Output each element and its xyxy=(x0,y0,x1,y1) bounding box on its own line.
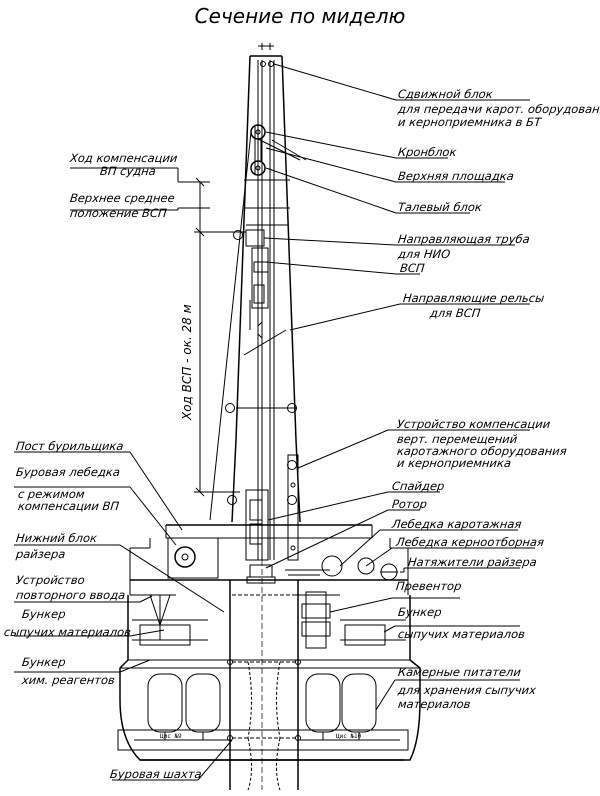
label-comp-stroke-1: Ход компенсации xyxy=(69,151,179,165)
tanks xyxy=(147,673,377,740)
label-driller-post: Пост бурильщика xyxy=(15,439,125,453)
label-bunker-right-1: Бункер xyxy=(397,605,443,619)
leader-lines-left xyxy=(14,167,233,781)
label-guide-pipe-2: для НИО xyxy=(397,247,451,261)
label-tank-left: Цис №9 xyxy=(160,733,182,740)
label-reentry-device-1: Устройство xyxy=(15,573,86,587)
moonpool-shaft xyxy=(227,560,301,791)
label-guide-rails-1: Направляющие рельсы xyxy=(402,291,545,305)
label-lower-riser-block-1: Нижний блок xyxy=(15,531,98,545)
leader-lines-right xyxy=(263,63,535,711)
label-upper-platform: Верхняя площадка xyxy=(397,169,515,183)
reentry-device xyxy=(144,594,176,640)
label-traveling-block: Талевый блок xyxy=(397,200,483,214)
label-moonpool: Буровая шахта xyxy=(109,767,203,781)
label-tank-right: Цис №10 xyxy=(336,733,362,740)
label-slide-block-desc-2: и керноприемника в БТ xyxy=(397,115,542,129)
label-riser-tensioners: Натяжители райзера xyxy=(407,555,538,569)
label-comp-device-4: и керноприемника xyxy=(396,456,512,470)
label-vsp: ВСП xyxy=(399,261,426,275)
compensation-device xyxy=(287,454,299,561)
label-guide-rails-2: для ВСП xyxy=(429,306,482,320)
stroke-dimensions xyxy=(178,177,246,497)
label-preventer: Превентор xyxy=(395,579,463,593)
label-chem-bunker-2: хим. реагентов xyxy=(21,673,116,687)
derrick-tower xyxy=(225,43,301,560)
label-draw-works-3: компенсации ВП xyxy=(17,499,120,513)
label-upper-mid-2: положение ВСП xyxy=(69,206,168,220)
label-slide-block-desc-1: для передачи карот. оборудования xyxy=(397,102,600,116)
label-spider: Спайдер xyxy=(391,479,446,493)
label-bunker-left-2: сыпучих материалов xyxy=(3,625,132,639)
label-bunker-right-2: сыпучих материалов xyxy=(397,627,526,641)
label-comp-device-1: Устройство компенсации xyxy=(396,417,551,431)
label-vsp-stroke: Ход ВСП - ок. 28 м xyxy=(180,304,194,420)
label-comp-stroke-2: ВП судна xyxy=(99,164,157,178)
label-draw-works-1: Буровая лебедка xyxy=(15,465,121,479)
label-slide-block: Сдвижной блок xyxy=(397,87,494,101)
label-rotor: Ротор xyxy=(391,497,428,511)
label-chem-bunker-1: Бункер xyxy=(21,655,67,669)
preventer-stack xyxy=(296,591,340,649)
label-core-winch: Лебедка керноотборная xyxy=(395,535,545,549)
label-reentry-device-2: повторного ввода xyxy=(15,588,126,602)
label-chamber-feeders-3: материалов xyxy=(397,697,472,711)
drawing-title: Сечение по миделю xyxy=(194,4,406,28)
label-guide-pipe-1: Направляющая труба xyxy=(397,232,531,246)
label-chamber-feeders-1: Камерные питатели xyxy=(397,665,522,679)
label-crown-block: Кронблок xyxy=(397,145,458,159)
crown-and-traveling-block xyxy=(209,124,307,521)
label-upper-mid-1: Верхнее среднее xyxy=(69,191,176,205)
hull xyxy=(117,594,421,761)
label-bunker-left-1: Бункер xyxy=(21,607,67,621)
vsp-carriage xyxy=(245,300,269,561)
label-logging-winch: Лебедка каротажная xyxy=(391,517,523,531)
drill-floor xyxy=(129,524,409,595)
label-lower-riser-block-2: райзера xyxy=(15,547,67,561)
label-chamber-feeders-2: для хранения сыпучих xyxy=(397,683,537,697)
